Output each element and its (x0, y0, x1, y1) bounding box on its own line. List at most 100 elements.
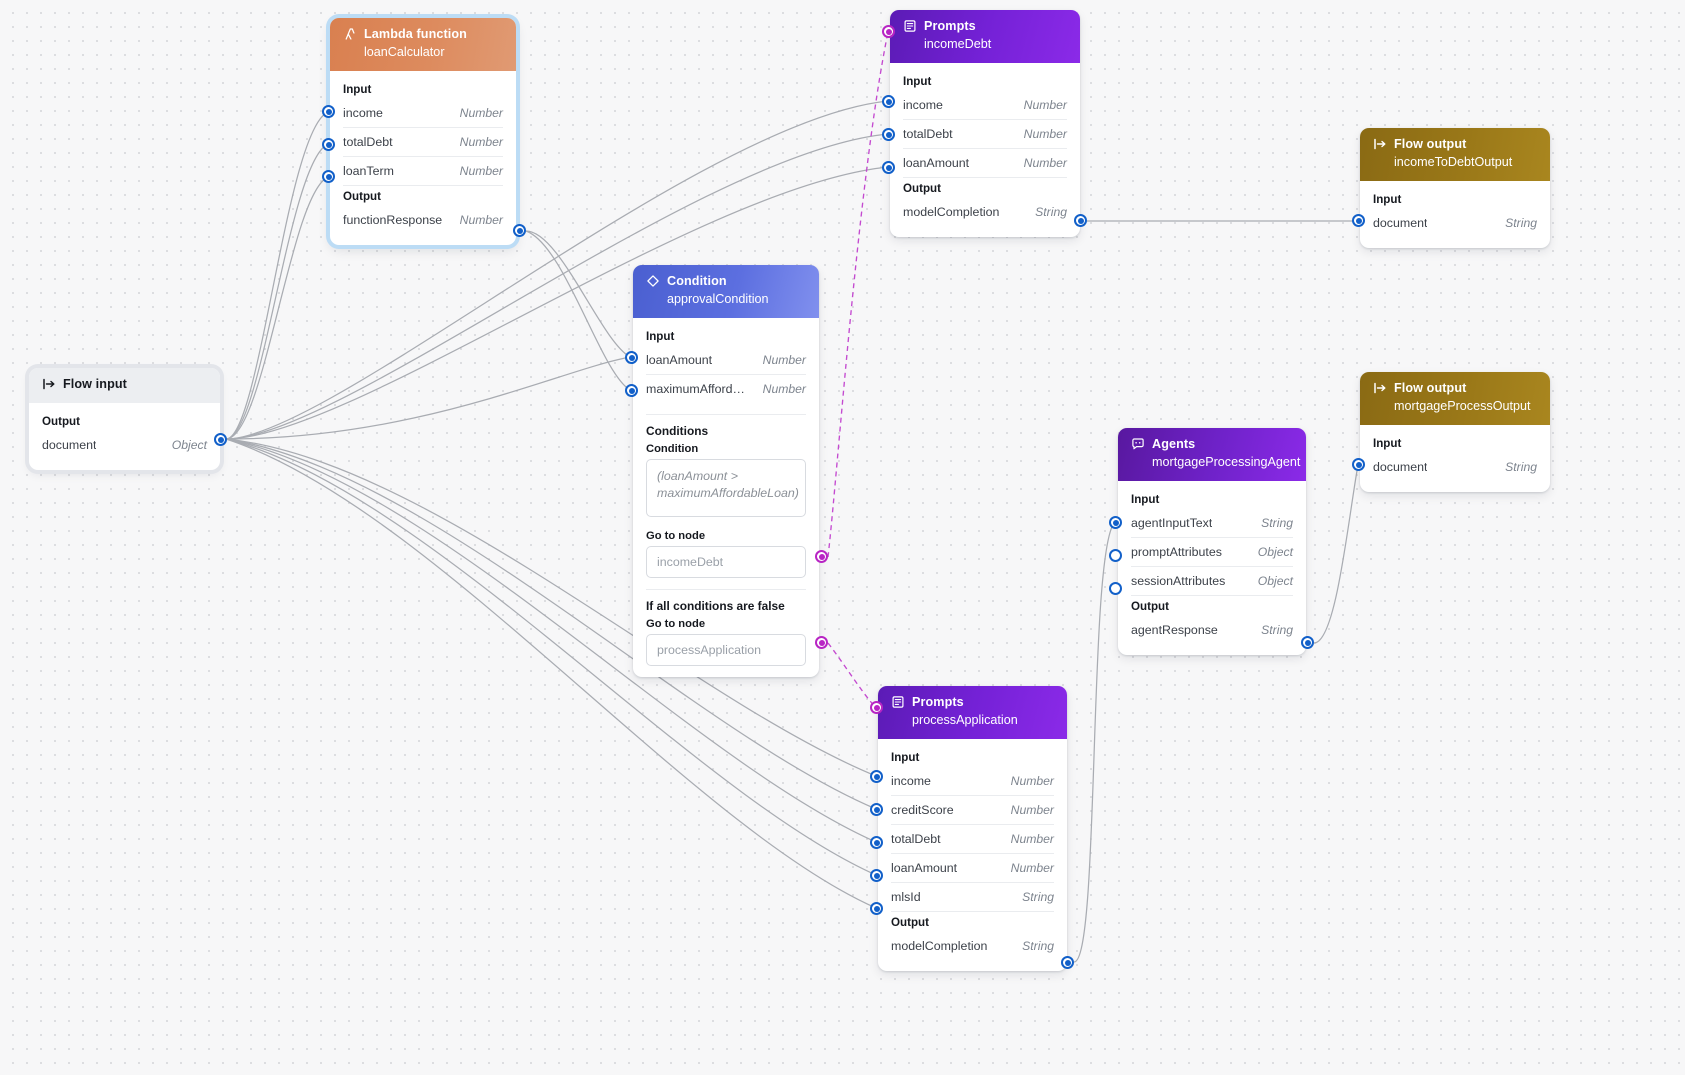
field-type: Number (762, 352, 806, 367)
goto-node-input[interactable]: incomeDebt (646, 545, 806, 578)
input-port-income[interactable] (882, 95, 895, 108)
field-name: income (891, 773, 931, 788)
field-row-agentresponse: agentResponse String (1131, 616, 1293, 644)
field-name: loanAmount (891, 860, 958, 875)
else-goto-node-input[interactable]: processApplication (646, 633, 806, 666)
node-type-label: Flow output (1394, 137, 1467, 151)
field-type: String (1505, 215, 1537, 230)
node-body: Input document String (1360, 181, 1550, 248)
output-port-modelcompletion[interactable] (1074, 214, 1087, 227)
field-row-document: document Object (42, 431, 207, 459)
input-port-agentinputtext[interactable] (1109, 516, 1122, 529)
node-header: Flow input (29, 368, 220, 403)
node-header: Agents mortgageProcessingAgent (1118, 428, 1306, 481)
input-port-maximumaffordable[interactable] (625, 384, 638, 397)
node-name-label: loanCalculator (364, 44, 445, 59)
field-row-totaldebt: totalDebt Number (891, 825, 1054, 854)
field-type: Number (1010, 802, 1054, 817)
node-name-label: incomeToDebtOutput (1394, 154, 1513, 169)
node-type-label: Flow output (1394, 381, 1467, 395)
field-type: Number (1023, 97, 1067, 112)
node-prompts-income-debt[interactable]: Prompts incomeDebt Input income Number t… (890, 10, 1080, 237)
field-row-loanamount: loanAmount Number (891, 854, 1054, 883)
node-flow-input[interactable]: Flow input Output document Object (29, 368, 220, 470)
input-port-creditscore[interactable] (870, 803, 883, 816)
prompt-icon (903, 19, 917, 33)
input-port-promptattributes[interactable] (1109, 549, 1122, 562)
section-label-input: Input (343, 82, 372, 96)
node-lambda-loan-calculator[interactable]: Lambda function loanCalculator Input inc… (330, 18, 516, 245)
node-flow-output-income-to-debt[interactable]: Flow output incomeToDebtOutput Input doc… (1360, 128, 1550, 248)
condition-false-output-port[interactable] (815, 636, 828, 649)
node-prompts-process-application[interactable]: Prompts processApplication Input income … (878, 686, 1067, 971)
field-type: Object (1257, 544, 1293, 559)
field-name: totalDebt (343, 134, 393, 149)
section-label-output: Output (891, 915, 929, 929)
field-name: promptAttributes (1131, 544, 1222, 559)
field-name: maximumAfforda… (646, 381, 751, 396)
condition-expression-input[interactable]: (loanAmount > maximumAffordableLoan) (646, 458, 806, 517)
node-entry-port[interactable] (870, 701, 883, 714)
node-condition-approval[interactable]: Condition approvalCondition Input loanAm… (633, 265, 819, 677)
input-port-income[interactable] (322, 105, 335, 118)
input-port-mlsid[interactable] (870, 902, 883, 915)
node-body: Input loanAmount Number maximumAfforda… … (633, 318, 819, 677)
output-port-agentresponse[interactable] (1301, 636, 1314, 649)
field-row-creditscore: creditScore Number (891, 796, 1054, 825)
field-row-loanamount: loanAmount Number (903, 149, 1067, 178)
output-port-modelcompletion[interactable] (1061, 956, 1074, 969)
input-port-loanamount[interactable] (882, 161, 895, 174)
field-type: Number (459, 134, 503, 149)
input-port-totaldebt[interactable] (322, 138, 335, 151)
field-row-income: income Number (891, 767, 1054, 796)
field-name: mlsId (891, 889, 921, 904)
flow-input-icon (42, 377, 56, 391)
input-port-totaldebt[interactable] (882, 128, 895, 141)
section-label-input: Input (1373, 192, 1402, 206)
field-row-income: income Number (903, 91, 1067, 120)
field-type: String (1035, 204, 1067, 219)
field-type: Number (1010, 831, 1054, 846)
output-port-document[interactable] (214, 433, 227, 446)
node-body: Input agentInputText String promptAttrib… (1118, 481, 1306, 655)
input-port-loanterm[interactable] (322, 170, 335, 183)
node-header: Flow output incomeToDebtOutput (1360, 128, 1550, 181)
flow-output-icon (1373, 137, 1387, 151)
field-type: String (1261, 515, 1293, 530)
input-port-loanamount[interactable] (870, 869, 883, 882)
lambda-icon (343, 27, 357, 41)
condition-true-output-port[interactable] (815, 550, 828, 563)
node-flow-output-mortgage-process[interactable]: Flow output mortgageProcessOutput Input … (1360, 372, 1550, 492)
node-header: Prompts processApplication (878, 686, 1067, 739)
field-row-income: income Number (343, 99, 503, 128)
field-name: agentResponse (1131, 622, 1218, 637)
section-label-input: Input (646, 329, 675, 343)
output-port-functionresponse[interactable] (513, 224, 526, 237)
input-port-totaldebt[interactable] (870, 836, 883, 849)
input-port-document[interactable] (1352, 458, 1365, 471)
input-port-sessionattributes[interactable] (1109, 582, 1122, 595)
field-name: functionResponse (343, 212, 443, 227)
node-header: Flow output mortgageProcessOutput (1360, 372, 1550, 425)
section-label-output: Output (343, 189, 381, 203)
field-row-mlsid: mlsId String (891, 883, 1054, 912)
flow-output-icon (1373, 381, 1387, 395)
input-port-income[interactable] (870, 770, 883, 783)
node-header: Lambda function loanCalculator (330, 18, 516, 71)
section-label-input: Input (1373, 436, 1402, 450)
field-row-modelcompletion: modelCompletion String (903, 198, 1067, 226)
node-body: Output document Object (29, 403, 220, 470)
field-type: Number (459, 163, 503, 178)
input-port-document[interactable] (1352, 214, 1365, 227)
field-row-document: document String (1373, 453, 1537, 481)
field-type: Number (459, 212, 503, 227)
node-type-label: Agents (1152, 437, 1196, 451)
node-entry-port[interactable] (882, 25, 895, 38)
field-row-maximumaffordable: maximumAfforda… Number (646, 375, 806, 403)
field-row-loanamount: loanAmount Number (646, 346, 806, 375)
condition-field-label: Condition (646, 442, 699, 455)
node-agents-mortgage-processing[interactable]: Agents mortgageProcessingAgent Input age… (1118, 428, 1306, 655)
input-port-loanamount[interactable] (625, 351, 638, 364)
field-row-loanterm: loanTerm Number (343, 157, 503, 186)
field-row-agentinputtext: agentInputText String (1131, 509, 1293, 538)
